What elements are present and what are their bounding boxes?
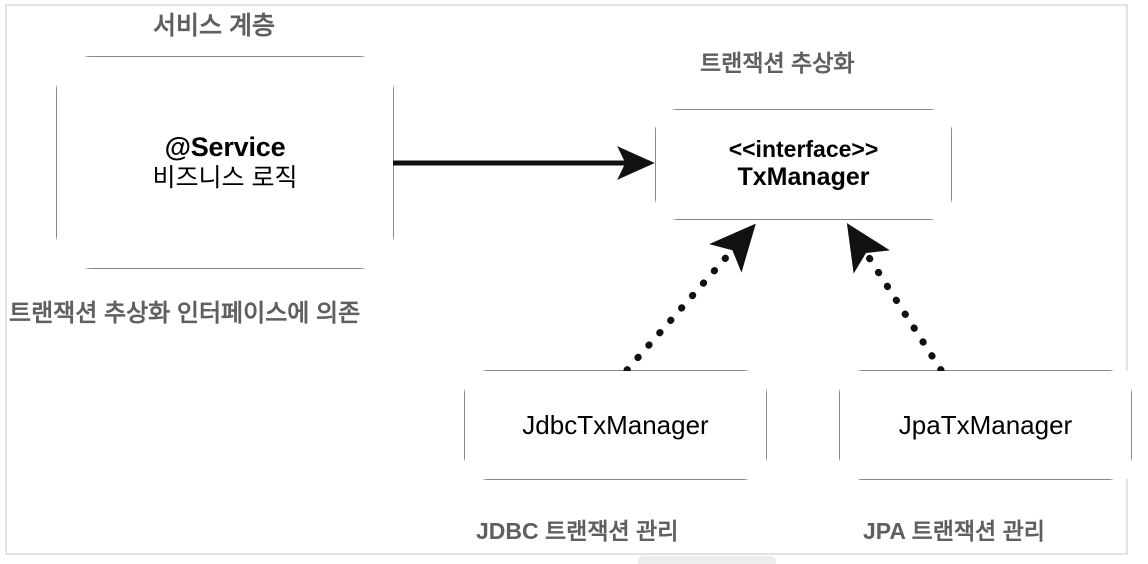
node-jpa-txmanager-label: JpaTxManager — [898, 409, 1073, 440]
node-service-line1: @Service — [164, 131, 286, 162]
caption-service-layer: 서비스 계층 — [153, 12, 275, 40]
edge-jpa-implements-txmanager — [846, 223, 945, 374]
caption-depends-on-interface: 트랜잭션 추상화 인터페이스에 의존 — [9, 300, 361, 327]
node-txmanager-stereotype: <<interface>> — [728, 136, 879, 163]
bottom-edge-stub — [638, 556, 776, 564]
edge-jdbc-implements-txmanager — [623, 223, 756, 374]
caption-tx-abstraction: 트랜잭션 추상화 — [700, 50, 855, 76]
node-jpa-txmanager[interactable]: JpaTxManager — [840, 371, 1131, 479]
caption-jpa-tx-management: JPA 트랜잭션 관리 — [863, 518, 1045, 544]
node-service-line2: 비즈니스 로직 — [152, 163, 298, 192]
node-txmanager[interactable]: <<interface>> TxManager — [656, 110, 951, 219]
node-jdbc-txmanager[interactable]: JdbcTxManager — [465, 371, 766, 479]
node-txmanager-name: TxManager — [737, 163, 870, 192]
node-service[interactable]: @Service 비즈니스 로직 — [57, 57, 393, 268]
node-jdbc-txmanager-label: JdbcTxManager — [522, 409, 709, 440]
caption-jdbc-tx-management: JDBC 트랜잭션 관리 — [476, 518, 679, 544]
